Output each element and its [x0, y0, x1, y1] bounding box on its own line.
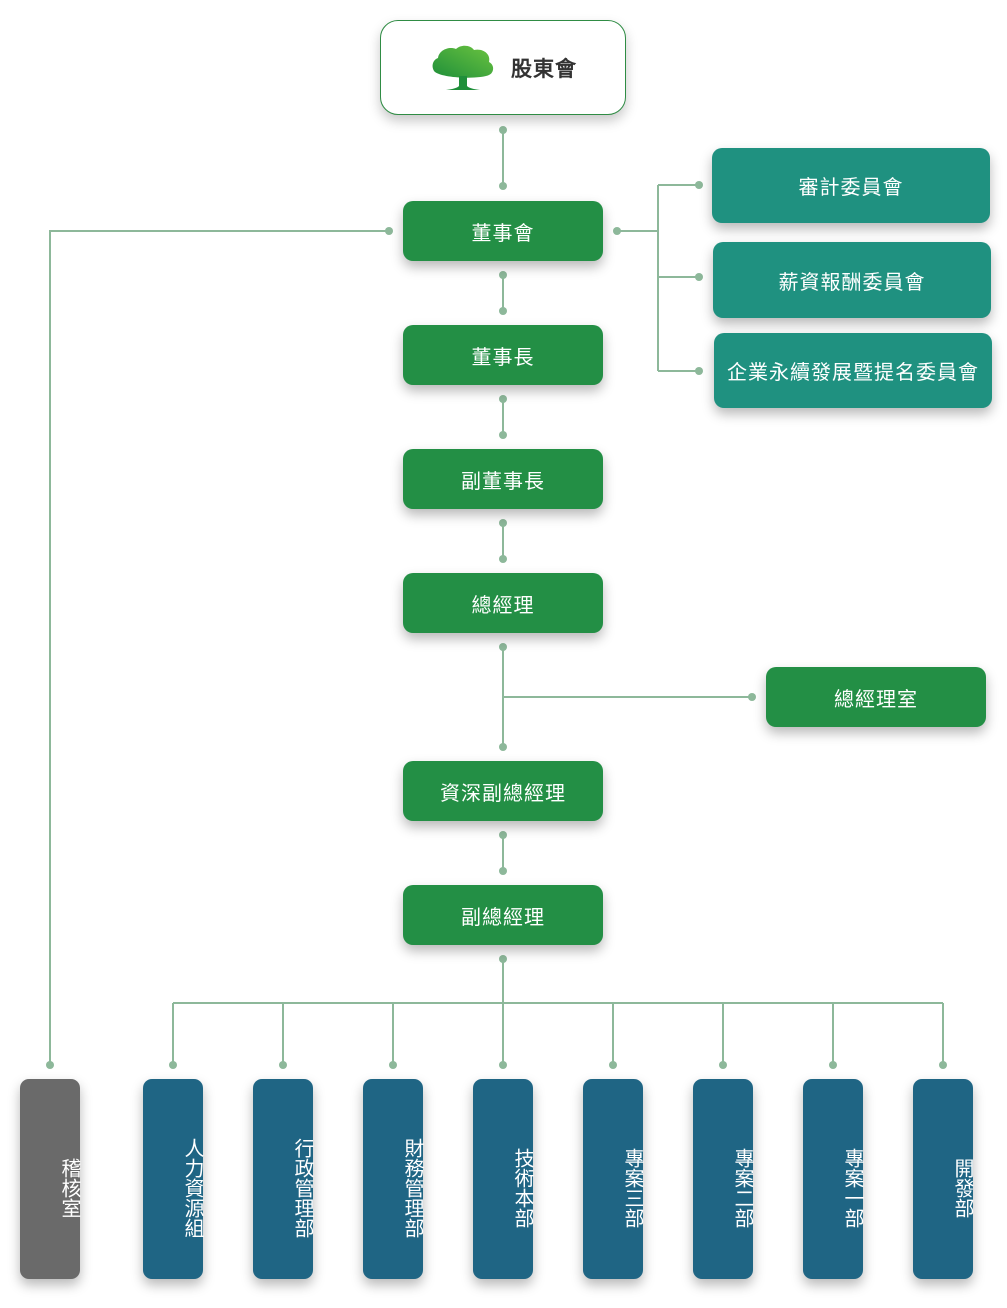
connector-board-audit [49, 230, 389, 1065]
connector-dot [499, 955, 507, 963]
connector-dot [499, 867, 507, 875]
connector-dot [829, 1061, 837, 1069]
connector-dot [499, 831, 507, 839]
remuneration-committee-box[interactable]: 薪資報酬委員會 [713, 242, 991, 318]
connector-dot [499, 307, 507, 315]
sustainability-nomination-committee-box[interactable]: 企業永續發展暨提名委員會 [714, 333, 992, 408]
connector-dot [499, 1061, 507, 1069]
vice-president-box[interactable]: 副總經理 [403, 885, 603, 945]
connector-dot [499, 395, 507, 403]
department-box[interactable]: 技術本部 [473, 1079, 535, 1279]
chairman-box[interactable]: 董事長 [403, 325, 603, 385]
connector-dot [695, 367, 703, 375]
connector-dot [385, 227, 393, 235]
connector-dot [695, 181, 703, 189]
connector-dot [499, 126, 507, 134]
connector-dot [748, 693, 756, 701]
connector-dot [939, 1061, 947, 1069]
connector-dot [279, 1061, 287, 1069]
board-of-directors-box[interactable]: 董事會 [403, 201, 603, 261]
department-box[interactable]: 專案一部 [803, 1079, 865, 1279]
connector-dot [499, 182, 507, 190]
connector-dot [695, 273, 703, 281]
senior-vice-president-box[interactable]: 資深副總經理 [403, 761, 603, 821]
president-box[interactable]: 總經理 [403, 573, 603, 633]
vice-chairman-box[interactable]: 副董事長 [403, 449, 603, 509]
audit-office-box[interactable]: 稽核室 [20, 1079, 82, 1279]
department-box[interactable]: 人力資源組 [143, 1079, 205, 1279]
connector-dot [499, 743, 507, 751]
department-box[interactable]: 財務管理部 [363, 1079, 425, 1279]
connector-dot [613, 227, 621, 235]
connector-dot [499, 555, 507, 563]
department-box[interactable]: 專案二部 [693, 1079, 755, 1279]
connector-dot [499, 643, 507, 651]
tree-logo-icon [432, 45, 494, 90]
connector-dot [609, 1061, 617, 1069]
department-box[interactable]: 專案三部 [583, 1079, 645, 1279]
connector-dot [499, 519, 507, 527]
shareholders-meeting-label: 股東會 [511, 56, 577, 81]
connector-dot [46, 1061, 54, 1069]
department-box[interactable]: 行政管理部 [253, 1079, 315, 1279]
connector-dot [389, 1061, 397, 1069]
connector-dot [499, 271, 507, 279]
audit-committee-box[interactable]: 審計委員會 [712, 148, 990, 223]
connector-dot [169, 1061, 177, 1069]
shareholders-meeting-box[interactable]: 股東會 [380, 20, 626, 115]
connector-dot [499, 431, 507, 439]
department-box[interactable]: 開發部 [913, 1079, 975, 1279]
president-office-box[interactable]: 總經理室 [766, 667, 986, 727]
connector-dot [719, 1061, 727, 1069]
